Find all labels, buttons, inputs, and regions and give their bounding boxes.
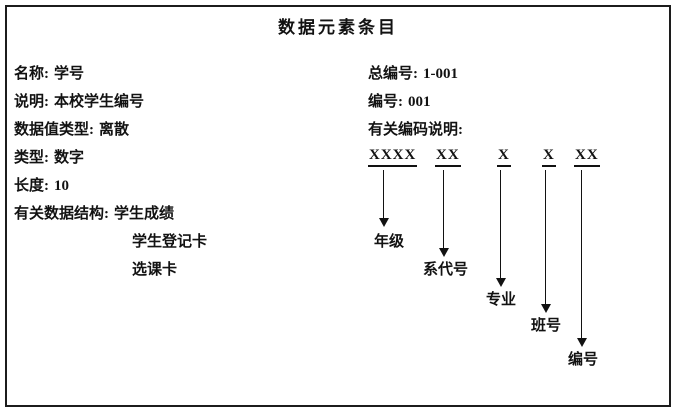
field-number-label: 编号: xyxy=(368,94,403,110)
code-segment-grade-year: XXXX xyxy=(368,146,418,167)
structure-item: 学生登记卡 xyxy=(132,228,344,256)
left-field-column: 名称: 学号 说明: 本校学生编号 数据值类型: 离散 类型: 数字 长度: 10 有关数… xyxy=(14,60,344,284)
field-description-value: 本校学生编号 xyxy=(54,94,145,110)
arrow-stem xyxy=(580,170,583,338)
field-length-label: 长度: xyxy=(14,178,49,194)
code-structure-diagram: XXXX XX X X XX 年级 系代号 专业 班号 编号 xyxy=(368,146,668,386)
down-arrow-serial-number xyxy=(576,170,587,347)
field-type-value: 数字 xyxy=(54,150,85,166)
down-arrow-dept-code xyxy=(438,170,449,257)
field-name-value: 学号 xyxy=(54,66,85,82)
arrow-head xyxy=(576,338,587,347)
field-related-structures-value: 学生成绩 xyxy=(114,206,175,222)
down-arrow-class-number xyxy=(540,170,551,313)
field-name: 名称: 学号 xyxy=(14,60,344,88)
down-arrow-grade-year xyxy=(378,170,389,227)
field-related-structures-label: 有关数据结构: xyxy=(14,206,109,222)
field-total-number: 总编号: 1-001 xyxy=(368,60,658,88)
arrow-stem xyxy=(544,170,547,304)
field-type: 类型: 数字 xyxy=(14,144,344,172)
arrow-head xyxy=(378,218,389,227)
code-segment-class-number: X xyxy=(542,146,556,167)
arrow-head xyxy=(438,248,449,257)
code-segment-serial-number: XX xyxy=(574,146,600,167)
arrow-stem xyxy=(382,170,385,218)
page-title: 数据元素条目 xyxy=(278,18,398,37)
arrow-head xyxy=(540,304,551,313)
arrow-stem xyxy=(499,170,502,278)
field-name-label: 名称: xyxy=(14,66,49,82)
field-related-structures: 有关数据结构: 学生成绩 xyxy=(14,200,344,228)
field-number: 编号: 001 xyxy=(368,88,658,116)
right-field-column: 总编号: 1-001 编号: 001 有关编码说明: xyxy=(368,60,658,144)
field-description-label: 说明: xyxy=(14,94,49,110)
field-coding-note: 有关编码说明: xyxy=(368,116,658,144)
field-total-number-value: 1-001 xyxy=(423,66,458,82)
segment-label-major: 专业 xyxy=(486,292,517,308)
arrow-head xyxy=(495,278,506,287)
field-coding-note-label: 有关编码说明: xyxy=(368,122,463,138)
segment-label-class-number: 班号 xyxy=(531,318,562,334)
code-segment-major: X xyxy=(497,146,511,167)
field-type-label: 类型: xyxy=(14,150,49,166)
arrow-stem xyxy=(442,170,445,248)
field-value-type-label: 数据值类型: xyxy=(14,122,94,138)
structure-item-text: 学生登记卡 xyxy=(132,234,208,250)
segment-label-grade-year: 年级 xyxy=(374,234,405,250)
field-number-value: 001 xyxy=(408,94,431,110)
down-arrow-major xyxy=(495,170,506,287)
segment-label-serial-number: 编号 xyxy=(568,352,599,368)
segment-label-dept-code: 系代号 xyxy=(423,262,469,278)
field-value-type-value: 离散 xyxy=(99,122,130,138)
form-border xyxy=(5,5,671,407)
field-description: 说明: 本校学生编号 xyxy=(14,88,344,116)
structure-item: 选课卡 xyxy=(132,256,344,284)
code-segment-dept-code: XX xyxy=(435,146,461,167)
field-length: 长度: 10 xyxy=(14,172,344,200)
field-total-number-label: 总编号: xyxy=(368,66,418,82)
field-value-type: 数据值类型: 离散 xyxy=(14,116,344,144)
field-length-value: 10 xyxy=(54,178,69,194)
structure-item-text: 选课卡 xyxy=(132,262,178,278)
